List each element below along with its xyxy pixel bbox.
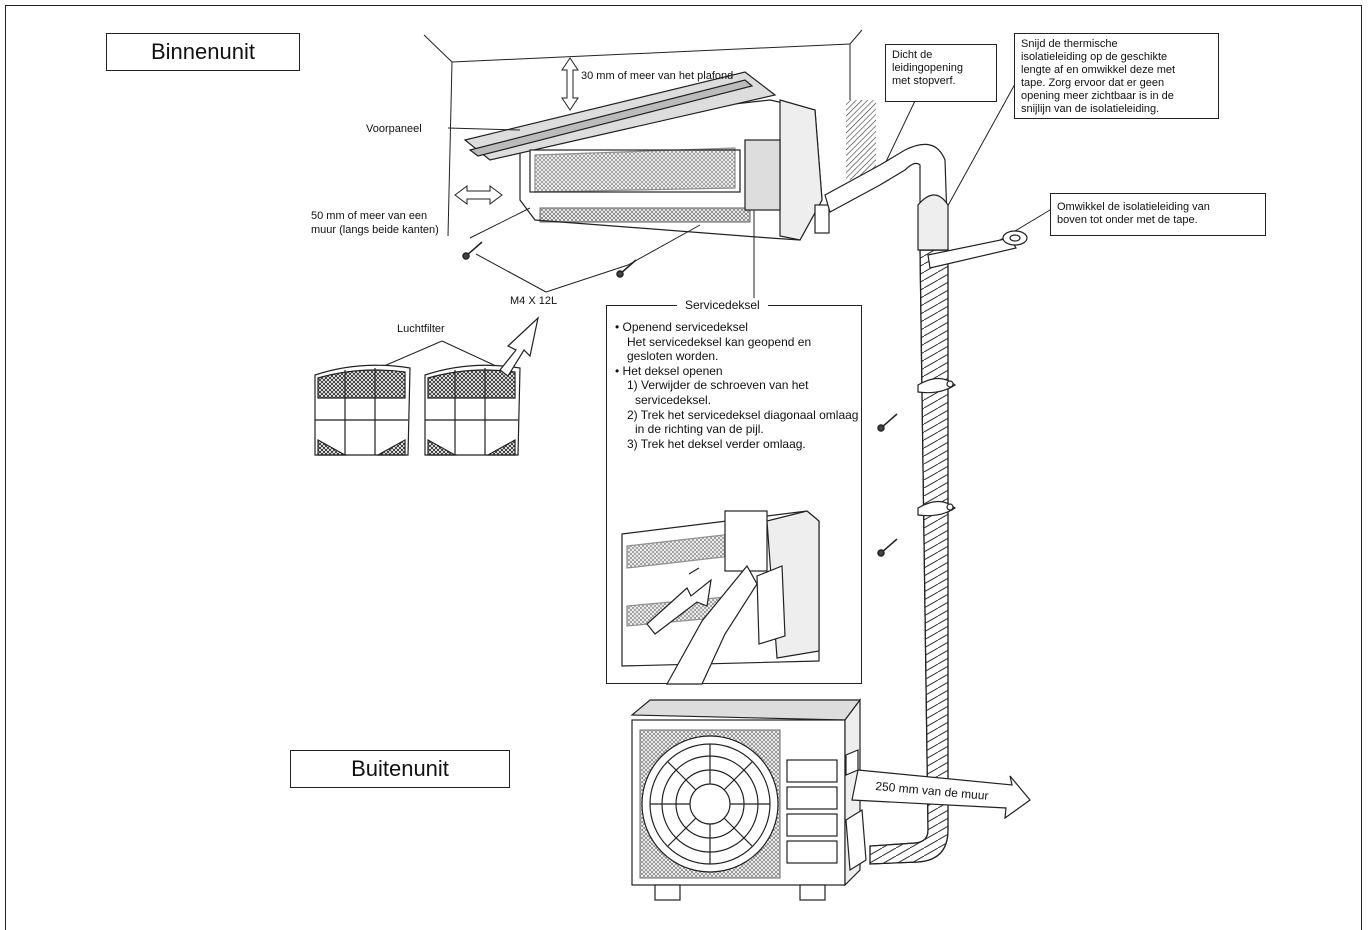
insulation-wrap-line: boven tot onder met de tape. bbox=[1057, 214, 1198, 226]
indoor-unit-title: Binnenunit bbox=[106, 33, 300, 71]
insulation-wrap-line: Omwikkel de isolatieleiding van bbox=[1057, 201, 1210, 213]
ceiling-arrow bbox=[561, 57, 579, 111]
putty-callout-line: leidingopening bbox=[892, 62, 963, 74]
service-cover-bullet: • Openend servicedeksel bbox=[615, 320, 748, 334]
insulation-cut-callout: Snijd de thermische isolatieleiding op d… bbox=[1014, 33, 1219, 119]
outdoor-unit-title: Buitenunit bbox=[290, 750, 510, 788]
insulation-cut-line: lengte af en omwikkel deze met bbox=[1021, 64, 1176, 76]
insulation-cut-line: snijlijn van de isolatieleiding. bbox=[1021, 103, 1160, 115]
ceiling-clearance-label: 30 mm of meer van het plafond bbox=[581, 70, 734, 82]
insulation-cut-line: isolatieleiding op de geschikte bbox=[1021, 51, 1168, 63]
service-cover-instructions: • Openend servicedeksel Het servicedekse… bbox=[615, 320, 859, 451]
service-cover-step: 1) Verwijder de schroeven van het servic… bbox=[627, 378, 809, 407]
indoor-unit-drawing bbox=[463, 71, 830, 241]
wall-clearance-label-2: muur (langs beide kanten) bbox=[311, 224, 439, 236]
wall-distance-arrow bbox=[851, 769, 1031, 820]
wall-clearance-label-1: 50 mm of meer van een bbox=[311, 210, 428, 222]
insulation-cut-line: tape. Zorg ervoor dat er geen bbox=[1021, 77, 1165, 89]
service-cover-box: Servicedeksel • Openend servicedeksel He… bbox=[606, 298, 862, 685]
service-cover-step: 2) Trek het servicedeksel diagonaal omla… bbox=[627, 407, 859, 437]
filter-insert-arrow bbox=[499, 316, 539, 377]
service-cover-bullet: • Het deksel openen bbox=[615, 363, 723, 378]
service-cover-text: Het servicedeksel kan geopend en geslote… bbox=[627, 334, 812, 364]
service-cover-illustration bbox=[621, 510, 820, 685]
front-panel-label: Voorpaneel bbox=[366, 123, 422, 135]
piping bbox=[824, 143, 1028, 865]
service-cover-title: Servicedeksel bbox=[677, 298, 768, 312]
air-filters bbox=[314, 364, 521, 456]
wall-side-arrow bbox=[454, 185, 503, 205]
screw-size-label: M4 X 12L bbox=[510, 295, 558, 307]
pipe-clips bbox=[917, 377, 956, 517]
wall-lines bbox=[423, 29, 863, 237]
outdoor-unit-drawing bbox=[630, 698, 867, 901]
page-frame bbox=[5, 5, 1362, 930]
putty-callout: Dicht de leidingopening met stopverf. bbox=[885, 44, 997, 102]
insulation-wrap-callout: Omwikkel de isolatieleiding van boven to… bbox=[1050, 193, 1266, 236]
wall-hatch bbox=[846, 100, 876, 180]
service-cover-step: 3) Trek het deksel verder omlaag. bbox=[627, 436, 806, 451]
putty-callout-line: met stopverf. bbox=[892, 75, 956, 87]
insulation-cut-line: Snijd de thermische bbox=[1021, 38, 1118, 50]
screws bbox=[462, 241, 898, 557]
air-filter-label: Luchtfilter bbox=[397, 323, 445, 335]
insulation-cut-line: opening meer zichtbaar is in de bbox=[1021, 90, 1174, 102]
putty-callout-line: Dicht de bbox=[892, 49, 933, 61]
